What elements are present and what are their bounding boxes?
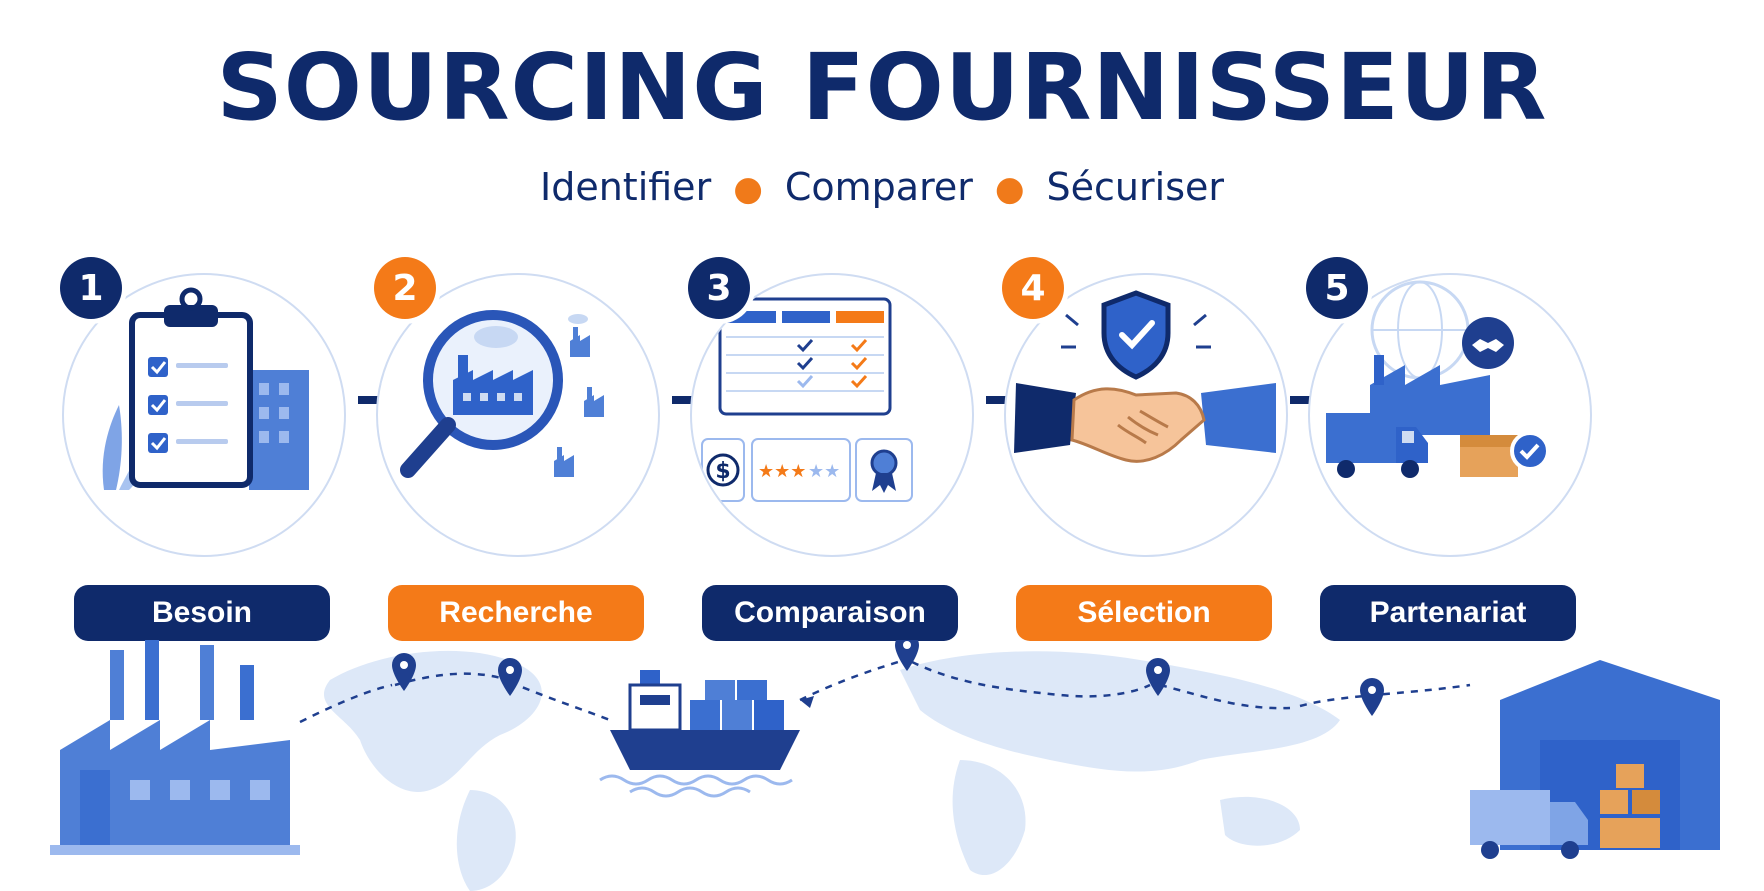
subtitle-identifier: Identifier <box>540 165 712 209</box>
step-label: Recherche <box>388 585 644 641</box>
magnifier-factory-icon <box>400 310 604 478</box>
delivery-truck-icon <box>1470 790 1588 859</box>
step-selection: 4 Sélection <box>994 255 1294 655</box>
process-steps: 1 Besoin 2 Recherch <box>0 255 1764 655</box>
map-pin-icon <box>392 640 1384 716</box>
warehouse-truck-icon <box>1326 280 1550 478</box>
step-illustration: $ ★★★★★ <box>690 273 974 557</box>
subtitle-comparer: Comparer <box>784 165 973 209</box>
cargo-ship-icon <box>599 670 800 798</box>
step-label: Partenariat <box>1320 585 1576 641</box>
step-partenariat: 5 Partenariat <box>1298 255 1598 655</box>
step-number-badge: 4 <box>1002 257 1064 319</box>
step-illustration <box>1308 273 1592 557</box>
separator-dot: ● <box>994 169 1025 209</box>
supply-chain-map <box>50 640 1720 891</box>
step-recherche: 2 Recherche <box>366 255 666 655</box>
subtitle: Identifier ● Comparer ● Sécuriser <box>0 168 1764 206</box>
step-number-badge: 2 <box>374 257 436 319</box>
comparison-table-icon: $ ★★★★★ <box>701 297 913 502</box>
handshake-shield-icon <box>1014 290 1276 463</box>
subtitle-securiser: Sécuriser <box>1046 165 1224 209</box>
svg-text:★★★: ★★★ <box>758 461 806 482</box>
step-label: Comparaison <box>702 585 958 641</box>
world-map-icon <box>323 650 1340 891</box>
step-number-badge: 3 <box>688 257 750 319</box>
step-besoin: 1 Besoin <box>52 255 352 655</box>
step-illustration <box>62 273 346 557</box>
step-illustration <box>1004 273 1288 557</box>
factory-icon <box>50 640 300 855</box>
step-illustration <box>376 273 660 557</box>
price-symbol: $ <box>715 459 730 484</box>
page-title: SOURCING FOURNISSEUR <box>216 34 1548 141</box>
svg-text:★★: ★★ <box>808 461 840 482</box>
clipboard-checklist-icon <box>102 287 309 490</box>
step-number-badge: 1 <box>60 257 122 319</box>
step-comparaison: $ ★★★★★ 3 Comparaison <box>680 255 980 655</box>
step-number-badge: 5 <box>1306 257 1368 319</box>
step-label: Besoin <box>74 585 330 641</box>
step-label: Sélection <box>1016 585 1272 641</box>
separator-dot: ● <box>733 169 763 209</box>
